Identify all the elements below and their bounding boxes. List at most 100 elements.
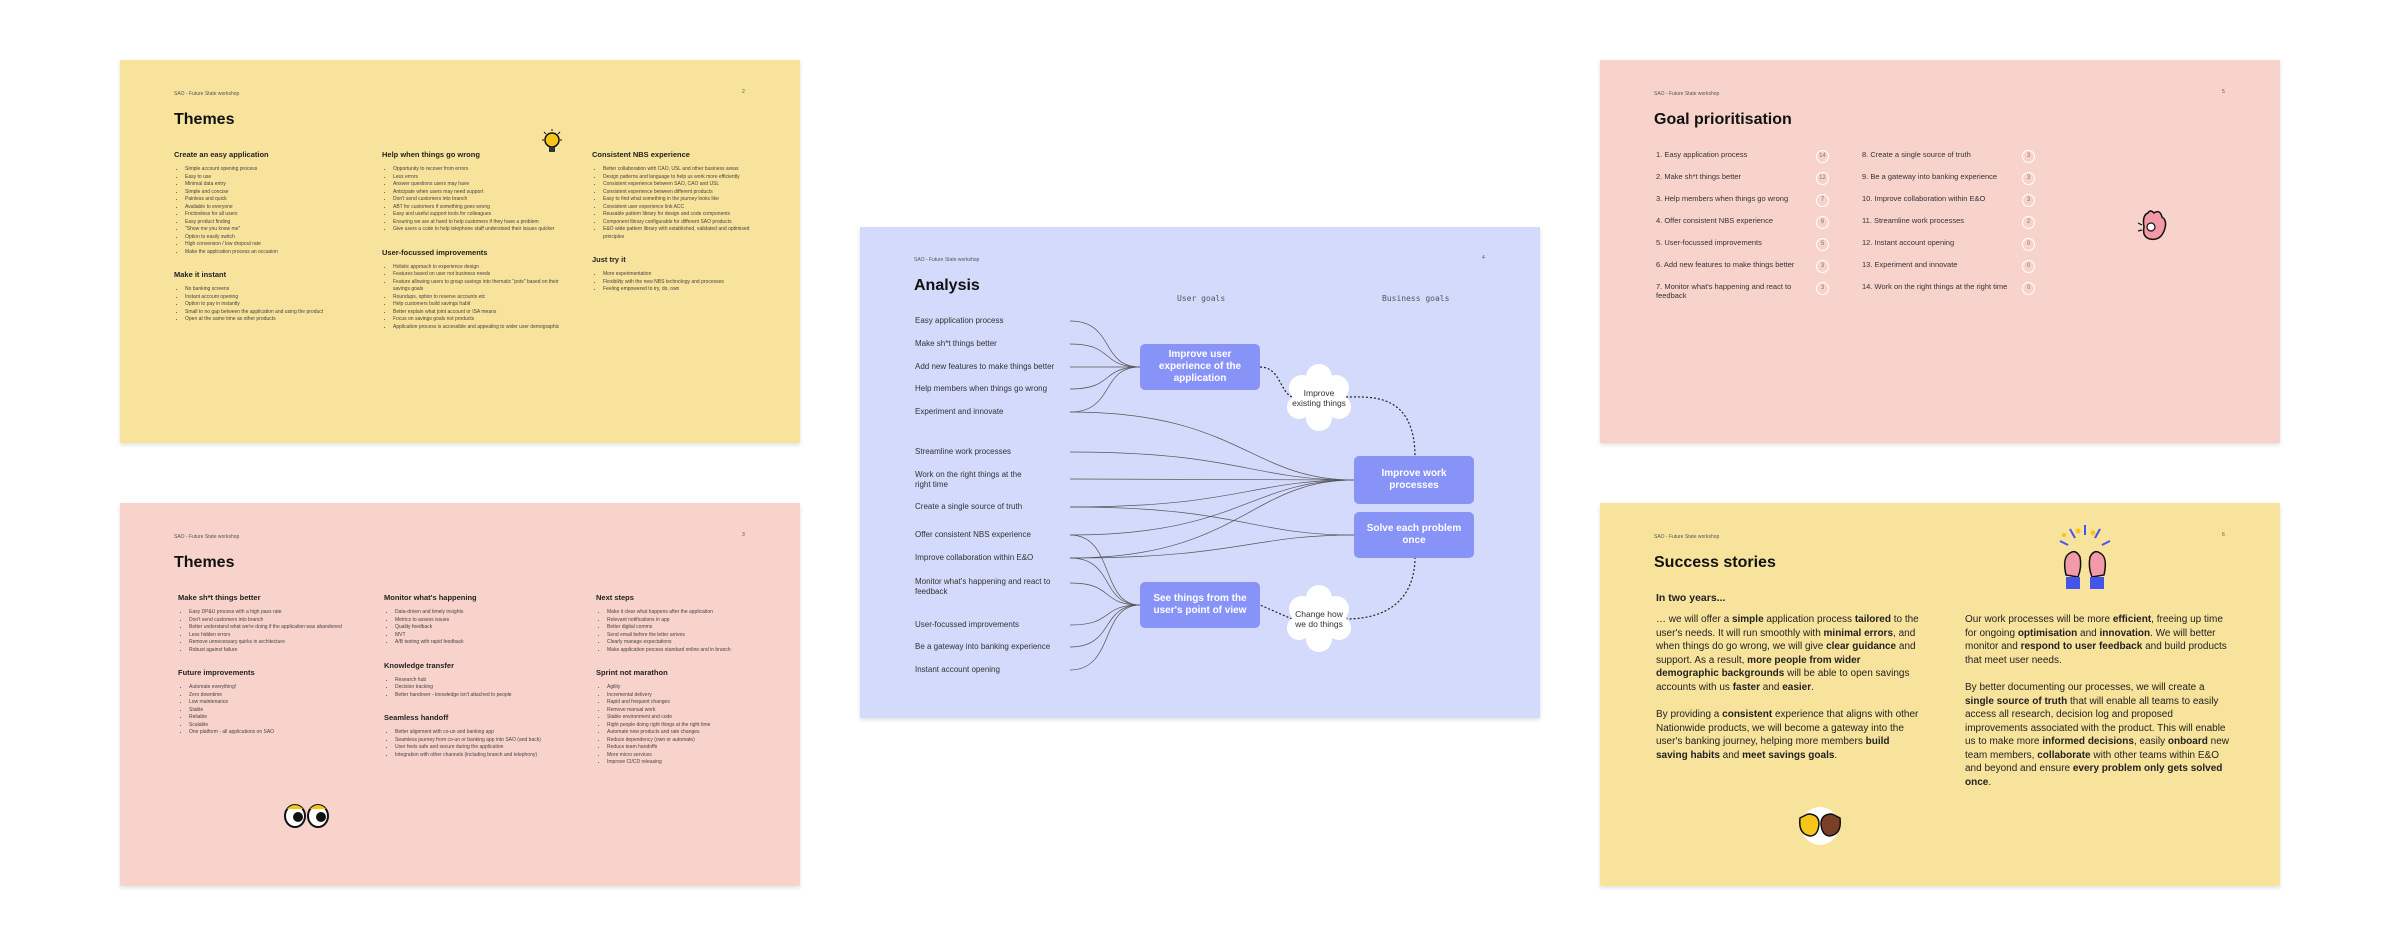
- slide-success-stories[interactable]: SAO - Future State workshop 6 Success st…: [1600, 503, 2280, 886]
- theme-item: Flexibility with the new NBS technology …: [603, 279, 757, 287]
- theme-item: More experimentation: [603, 271, 757, 279]
- theme-item: Automate everything!: [189, 684, 363, 692]
- vote-count-badge: 0: [2022, 260, 2035, 273]
- slide-title: Themes: [174, 554, 235, 571]
- theme-heading: Help when things go wrong: [382, 150, 480, 159]
- success-story-column-2: Our work processes will be more efficien…: [1965, 613, 2230, 803]
- priority-label: 12. Instant account opening: [1862, 238, 1955, 247]
- theme-item: High conversion / low dropout rate: [185, 241, 359, 249]
- theme-item: Remove unnecessary quirks in architectur…: [189, 639, 363, 647]
- theme-item: Quality feedback: [395, 624, 569, 632]
- theme-item: Better handover - knowledge isn't attach…: [395, 692, 569, 700]
- slide-goal-prioritisation[interactable]: SAO - Future State workshop 5 Goal prior…: [1600, 60, 2280, 443]
- priority-label: 3. Help members when things go wrong: [1656, 194, 1789, 203]
- analysis-connectors: [1069, 320, 1416, 671]
- theme-section: Knowledge transfer Research hubDecision …: [384, 661, 569, 700]
- themes-column-2: Help when things go wrong Opportunity to…: [382, 150, 567, 345]
- theme-item: A/B testing with rapid feedback: [395, 639, 569, 647]
- theme-item: Robust against failure: [189, 647, 363, 655]
- slide-analysis[interactable]: SAO - Future State workshop 4 Analysis U…: [860, 227, 1540, 718]
- theme-section: Sprint not marathon AgilityIncremental d…: [596, 668, 761, 767]
- lightbulb-icon: [542, 129, 562, 152]
- fist-bump-icon: [1798, 807, 1842, 845]
- goal-item: Add new features to make things better: [915, 362, 1055, 371]
- business-goals-heading: Business goals: [1382, 294, 1450, 303]
- theme-item: Anticipate when users may need support: [393, 189, 567, 197]
- slide-header: SAO - Future State workshop: [174, 534, 240, 540]
- slide-themes-2[interactable]: SAO - Future State workshop 3 Themes Mak…: [120, 503, 800, 886]
- user-goal-node[interactable]: See things from the user's point of view: [1140, 582, 1260, 628]
- slide-title: Goal prioritisation: [1654, 111, 1792, 128]
- theme-section: Consistent NBS experience Better collabo…: [592, 150, 757, 241]
- theme-item: Decision tracking: [395, 684, 569, 692]
- vote-count-badge: 3: [1816, 260, 1829, 273]
- theme-item: Design patterns and language to help us …: [603, 174, 757, 182]
- theme-item: Send email before the letter arrives: [607, 632, 761, 640]
- theme-item: Remove manual work: [607, 707, 761, 715]
- priority-label: 10. Improve collaboration within E&O: [1862, 194, 1986, 203]
- theme-item: Easy to find what something in the journ…: [603, 196, 757, 204]
- priority-label: 5. User-focussed improvements: [1656, 238, 1762, 247]
- theme-item: Improve CI/CD releasing: [607, 759, 761, 767]
- theme-heading: Sprint not marathon: [596, 668, 668, 677]
- theme-item: Easy to use: [185, 174, 359, 182]
- theme-item: Research hub: [395, 677, 569, 685]
- vote-count-badge: 0: [2022, 282, 2035, 295]
- story-paragraph: By better documenting our processes, we …: [1965, 682, 2229, 788]
- theme-heading: Next steps: [596, 593, 634, 602]
- user-goal-node[interactable]: Improve user experience of the applicati…: [1140, 344, 1260, 390]
- theme-item: Automate new products and rate changes: [607, 729, 761, 737]
- theme-item: Reduce team handoffs: [607, 744, 761, 752]
- business-goal-node[interactable]: Improve work processes: [1354, 456, 1474, 504]
- vote-count-badge: 5: [1816, 238, 1829, 251]
- slide-header: SAO - Future State workshop: [1654, 91, 1720, 97]
- theme-heading: Consistent NBS experience: [592, 150, 690, 159]
- theme-item: Incremental delivery: [607, 692, 761, 700]
- goal-item: Monitor what's happening and react to fe…: [915, 577, 1051, 596]
- goal-item: Offer consistent NBS experience: [915, 530, 1031, 539]
- theme-item: Agility: [607, 684, 761, 692]
- theme-section: Help when things go wrong Opportunity to…: [382, 150, 567, 234]
- theme-item: Feeling empowered to try, do, own: [603, 286, 757, 294]
- theme-item: Painless and quick: [185, 196, 359, 204]
- theme-item: Simple account opening process: [185, 166, 359, 174]
- priority-label: 6. Add new features to make things bette…: [1656, 260, 1795, 269]
- theme-item: Small to no gap between the application …: [185, 309, 359, 317]
- theme-section: Monitor what's happening Data-driven and…: [384, 593, 569, 647]
- priority-label: 2. Make sh*t things better: [1656, 172, 1742, 181]
- theme-item: E&O wide pattern library with establishe…: [603, 226, 757, 241]
- page-number: 2: [742, 89, 745, 95]
- goal-item: Create a single source of truth: [915, 502, 1023, 511]
- theme-item: Answer questions users may have: [393, 181, 567, 189]
- theme-item: "Show me you know me": [185, 226, 359, 234]
- goal-item: Easy application process: [915, 316, 1004, 325]
- theme-item: Consistent experience between different …: [603, 189, 757, 197]
- celebrating-hands-icon: [2059, 525, 2111, 589]
- theme-item: Feature allowing users to group savings …: [393, 279, 567, 294]
- story-paragraph: … we will offer a simple application pro…: [1656, 614, 1919, 693]
- theme-heading: Make it instant: [174, 270, 227, 279]
- success-story-column-1: … we will offer a simple application pro…: [1656, 613, 1921, 776]
- priority-label: 8. Create a single source of truth: [1862, 150, 1971, 159]
- theme-item: Stable: [189, 707, 363, 715]
- theme-item: More micro services: [607, 752, 761, 760]
- vote-count-badge: 3: [2022, 172, 2035, 185]
- priority-label: 4. Offer consistent NBS experience: [1656, 216, 1774, 225]
- theme-item: Frictionless for all users: [185, 211, 359, 219]
- theme-item: Don't send customers into branch: [189, 617, 363, 625]
- cloud-shape: [1287, 585, 1351, 652]
- theme-item: Option to pay in instantly: [185, 301, 359, 309]
- priority-label: 7. Monitor what's happening and react to…: [1656, 282, 1792, 300]
- business-goal-node[interactable]: Solve each problem once: [1354, 512, 1474, 558]
- goal-item: Help members when things go wrong: [915, 384, 1048, 393]
- page-number: 6: [2222, 532, 2225, 538]
- themes-column-1: Create an easy application Simple accoun…: [174, 150, 359, 338]
- slide-themes-1[interactable]: SAO - Future State workshop 2 Themes Cre…: [120, 60, 800, 443]
- theme-item: Minimal data entry: [185, 181, 359, 189]
- theme-item: Open at the same time as other products: [185, 316, 359, 324]
- cloud-shape: [1287, 364, 1351, 431]
- theme-section: Seamless handoff Better alignment with c…: [384, 713, 569, 759]
- theme-item: Better alignment with co-un and banking …: [395, 729, 569, 737]
- priority-label: 14. Work on the right things at the righ…: [1862, 282, 2008, 291]
- vote-count-badge: 0: [2022, 238, 2035, 251]
